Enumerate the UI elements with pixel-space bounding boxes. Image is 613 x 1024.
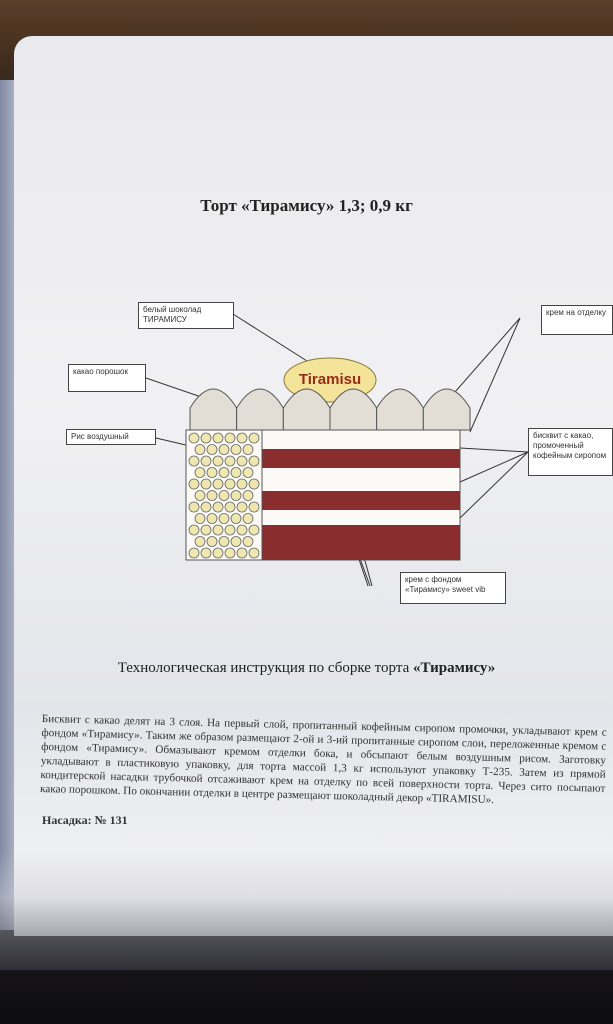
rice-grain bbox=[218, 467, 230, 478]
rice-grain bbox=[188, 501, 200, 513]
rice-grain bbox=[206, 444, 218, 455]
instruction-text: Бисквит с какао делят на 3 слоя. На перв… bbox=[39, 712, 607, 807]
rice-grain bbox=[200, 524, 212, 536]
leader-sponge-3 bbox=[459, 451, 529, 519]
rice-grain bbox=[248, 455, 260, 467]
rice-grain bbox=[212, 524, 224, 536]
sponge-layer-2 bbox=[262, 491, 460, 510]
rice-grain bbox=[248, 547, 260, 559]
nozzle-number: Насадка: № 131 bbox=[42, 813, 128, 827]
rice-grain bbox=[236, 547, 248, 559]
rice-grain bbox=[242, 444, 254, 455]
rice-grain bbox=[188, 432, 200, 444]
leader-sponge-2 bbox=[459, 451, 529, 483]
rice-grain bbox=[230, 467, 242, 478]
rice-grain bbox=[224, 455, 236, 467]
cream-domes bbox=[189, 388, 471, 431]
rice-grain bbox=[188, 455, 200, 467]
rice-grain bbox=[188, 524, 200, 536]
leader-white-choc bbox=[232, 313, 319, 369]
rice-grain bbox=[206, 490, 218, 501]
rice-grain bbox=[212, 501, 224, 513]
rice-grain bbox=[212, 478, 224, 490]
rice-grain bbox=[248, 524, 260, 536]
rice-grain bbox=[242, 490, 254, 501]
rice-grain bbox=[194, 467, 206, 478]
rice-grain bbox=[236, 432, 248, 444]
rice-grain bbox=[200, 478, 212, 490]
rice-grain bbox=[248, 478, 260, 490]
rice-grain bbox=[248, 501, 260, 513]
rice-grain bbox=[236, 501, 248, 513]
leader-cream-top-1 bbox=[454, 317, 521, 393]
rice-grain bbox=[230, 536, 242, 547]
label-sponge-cocoa: бисквит с какао, промоченный кофейным си… bbox=[528, 428, 613, 476]
cream-dome bbox=[376, 388, 424, 431]
rice-grain bbox=[242, 536, 254, 547]
rice-grain bbox=[242, 467, 254, 478]
rice-grain bbox=[224, 432, 236, 444]
rice-grain bbox=[200, 547, 212, 559]
rice-grain bbox=[206, 536, 218, 547]
rice-grain bbox=[230, 513, 242, 524]
rice-grain bbox=[194, 513, 206, 524]
rice-grain bbox=[230, 444, 242, 455]
sponge-layer-3 bbox=[262, 525, 460, 560]
rice-grain bbox=[206, 467, 218, 478]
rice-grain bbox=[224, 524, 236, 536]
label-cocoa-powder: какао порошок bbox=[68, 364, 146, 392]
air-rice-side bbox=[188, 432, 260, 559]
rice-grain bbox=[200, 501, 212, 513]
document-title: Торт «Тирамису» 1,3; 0,9 кг bbox=[200, 196, 413, 215]
rice-grain bbox=[212, 432, 224, 444]
rice-grain bbox=[236, 478, 248, 490]
rice-grain bbox=[224, 478, 236, 490]
label-cream-top: крем на отделку bbox=[541, 305, 613, 335]
cream-dome bbox=[236, 388, 284, 431]
rice-grain bbox=[206, 513, 218, 524]
rice-grain bbox=[236, 524, 248, 536]
leader-cream-top-2 bbox=[469, 317, 521, 433]
rice-grain bbox=[212, 455, 224, 467]
rice-grain bbox=[230, 490, 242, 501]
rice-grain bbox=[218, 444, 230, 455]
rice-grain bbox=[188, 478, 200, 490]
rice-grain bbox=[212, 547, 224, 559]
rice-grain bbox=[218, 536, 230, 547]
rice-grain bbox=[242, 513, 254, 524]
rice-grain bbox=[194, 490, 206, 501]
label-cream-filling: крем с фондом «Тирамису» sweet vib bbox=[400, 572, 506, 604]
label-air-rice: Рис воздушный bbox=[66, 429, 156, 445]
rice-grain bbox=[248, 432, 260, 444]
instruction-heading-text: Технологическая инструкция по сборке тор… bbox=[117, 660, 413, 676]
rice-grain bbox=[224, 547, 236, 559]
rice-grain bbox=[200, 455, 212, 467]
sponge-layer-1 bbox=[262, 449, 460, 468]
rice-grain bbox=[200, 432, 212, 444]
rice-grain bbox=[218, 490, 230, 501]
rice-grain bbox=[224, 501, 236, 513]
leader-rice bbox=[155, 437, 191, 447]
instruction-heading-bold: «Тирамису» bbox=[412, 660, 496, 676]
leader-sponge-1 bbox=[459, 447, 529, 453]
rice-grain bbox=[194, 536, 206, 547]
tiramisu-decor-text: Tiramisu bbox=[299, 371, 361, 388]
rice-grain bbox=[188, 547, 200, 559]
rice-grain bbox=[218, 513, 230, 524]
instruction-heading: Технологическая инструкция по сборке тор… bbox=[0, 660, 613, 677]
cream-dome bbox=[422, 388, 471, 431]
plastic-sleeve-glare bbox=[0, 850, 613, 970]
rice-grain bbox=[236, 455, 248, 467]
label-white-chocolate: белый шоколад ТИРАМИСУ bbox=[138, 302, 234, 329]
rice-grain bbox=[194, 444, 206, 455]
